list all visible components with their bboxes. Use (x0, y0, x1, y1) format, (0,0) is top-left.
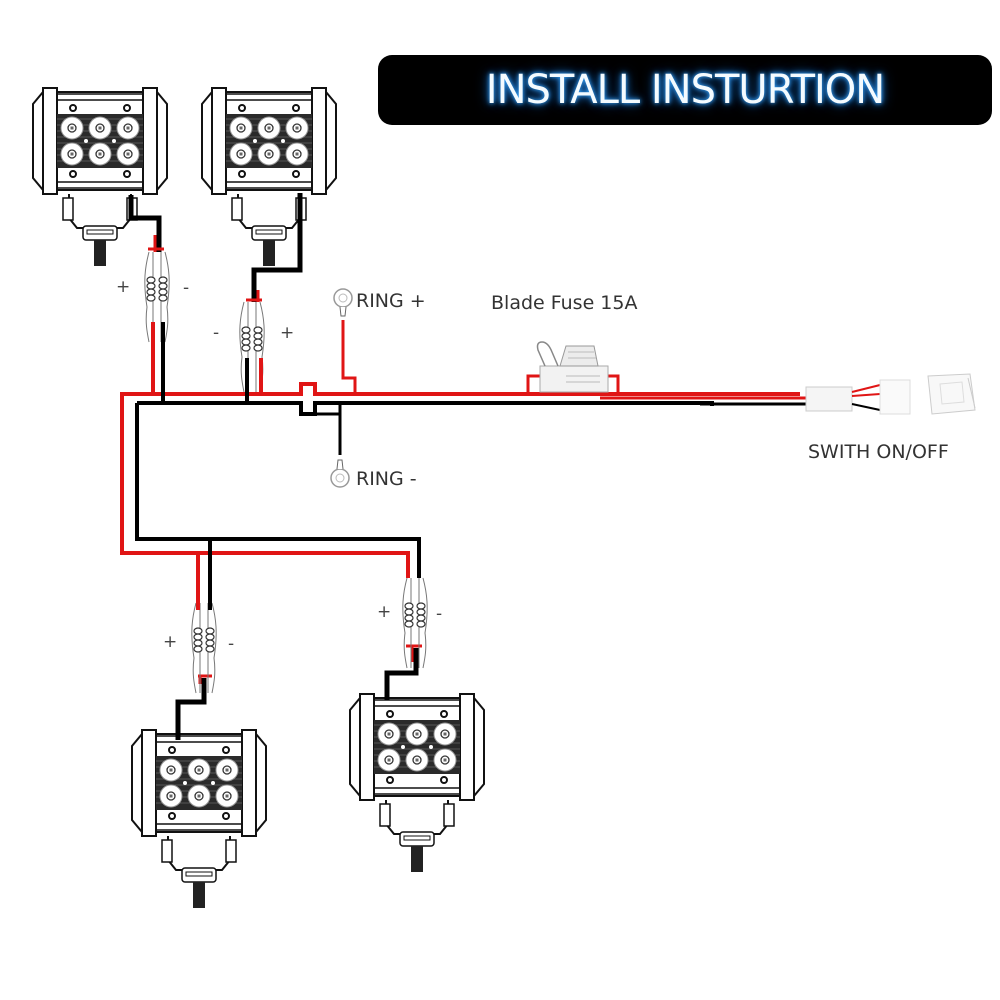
fuse-label: Blade Fuse 15A (491, 292, 638, 314)
connector-leads (151, 322, 263, 610)
blade-fuse (536, 341, 609, 393)
minus-mark-top-left: - (183, 278, 190, 298)
switch-label: SWITH ON/OFF (808, 441, 949, 463)
plus-mark-bottom-right: + (377, 602, 392, 622)
plus-mark-bottom-left: + (163, 632, 178, 652)
title: INSTALL INSTURTION (485, 67, 885, 113)
connector-top-left (144, 251, 170, 343)
led-light-top-right (201, 87, 337, 267)
led-light-bottom-left (131, 729, 267, 909)
ring-terminal-negative (330, 459, 350, 488)
minus-mark-top-right: - (213, 323, 220, 343)
light-leads (128, 193, 422, 740)
led-light-bottom-right (349, 693, 485, 873)
title-banner: INSTALL INSTURTION (378, 55, 992, 125)
ring-positive-label: RING + (356, 290, 426, 312)
minus-mark-bottom-right: - (436, 604, 443, 624)
ring-terminal-positive (333, 288, 353, 317)
plus-mark-top-left: + (116, 277, 131, 297)
harness (120, 320, 812, 605)
switch-on-off (805, 373, 976, 415)
led-light-top-left (32, 87, 168, 267)
plus-mark-top-right: + (280, 323, 295, 343)
ring-negative-label: RING - (356, 468, 417, 490)
minus-mark-bottom-left: - (228, 634, 235, 654)
